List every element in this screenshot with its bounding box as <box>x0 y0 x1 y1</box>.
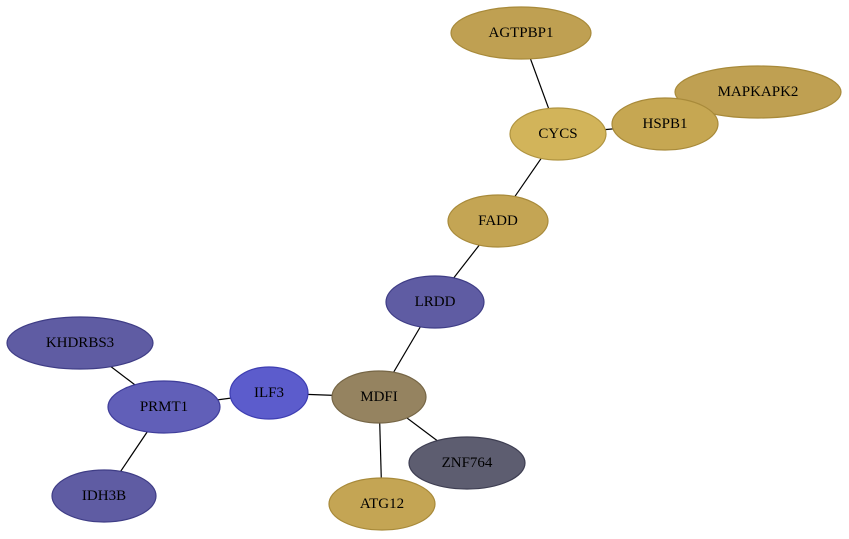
node-label: CYCS <box>538 126 577 142</box>
node-fadd[interactable]: FADD <box>447 194 549 248</box>
node-hspb1[interactable]: HSPB1 <box>611 97 719 151</box>
node-ellipse <box>229 366 309 420</box>
node-idh3b[interactable]: IDH3B <box>51 469 157 523</box>
node-agtpbp1[interactable]: AGTPBP1 <box>450 6 592 60</box>
node-ellipse <box>328 477 436 531</box>
node-label: MDFI <box>360 389 398 405</box>
node-label: KHDRBS3 <box>46 335 114 351</box>
node-znf764[interactable]: ZNF764 <box>408 436 526 490</box>
node-label: AGTPBP1 <box>488 25 553 41</box>
node-label: IDH3B <box>82 488 126 504</box>
node-mdfi[interactable]: MDFI <box>331 370 427 424</box>
node-label: MAPKAPK2 <box>718 84 799 100</box>
node-ellipse <box>51 469 157 523</box>
node-label: ILF3 <box>254 385 284 401</box>
node-prmt1[interactable]: PRMT1 <box>107 380 221 434</box>
node-ellipse <box>509 107 607 161</box>
node-mapkapk2[interactable]: MAPKAPK2 <box>674 65 842 119</box>
node-ellipse <box>6 316 154 370</box>
node-ellipse <box>107 380 221 434</box>
node-ellipse <box>450 6 592 60</box>
node-lrdd[interactable]: LRDD <box>385 275 485 329</box>
node-ellipse <box>385 275 485 329</box>
node-label: ATG12 <box>360 496 404 512</box>
node-ellipse <box>408 436 526 490</box>
node-ellipse <box>331 370 427 424</box>
node-label: PRMT1 <box>140 399 188 415</box>
node-ellipse <box>611 97 719 151</box>
node-label: LRDD <box>415 294 456 310</box>
node-cycs[interactable]: CYCS <box>509 107 607 161</box>
node-ellipse <box>674 65 842 119</box>
node-ilf3[interactable]: ILF3 <box>229 366 309 420</box>
node-label: FADD <box>478 213 518 229</box>
node-label: HSPB1 <box>642 116 687 132</box>
node-label: ZNF764 <box>442 455 493 471</box>
node-ellipse <box>447 194 549 248</box>
node-atg12[interactable]: ATG12 <box>328 477 436 531</box>
node-khdrbs3[interactable]: KHDRBS3 <box>6 316 154 370</box>
